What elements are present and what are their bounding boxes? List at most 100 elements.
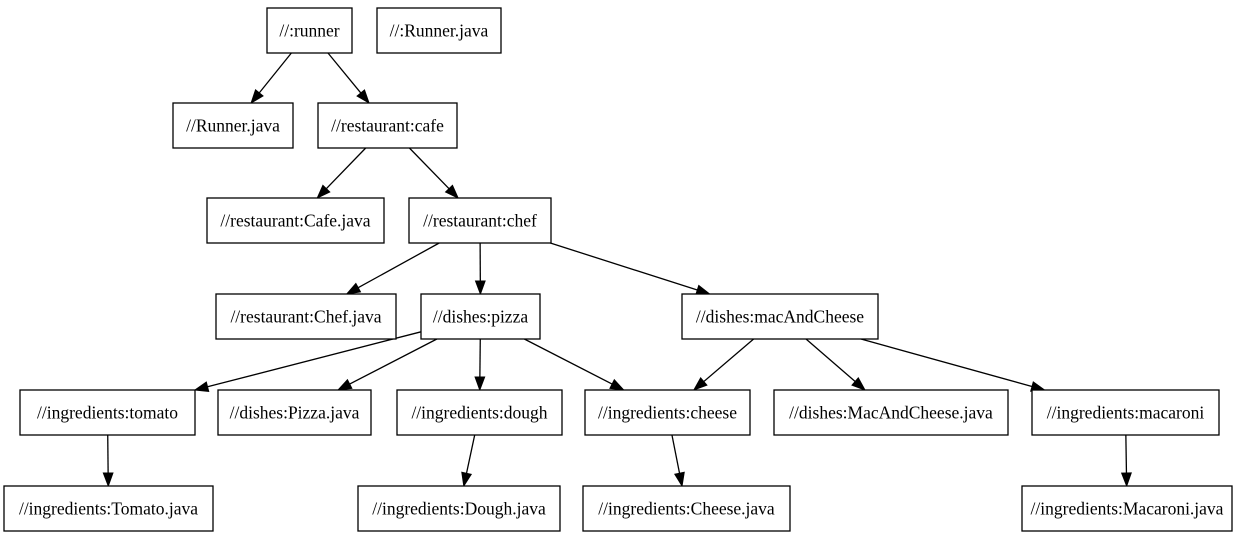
node-label: //Runner.java <box>186 116 280 136</box>
node-label: //restaurant:Chef.java <box>230 307 381 327</box>
graph-node-runner-java-file: //:Runner.java <box>376 7 502 54</box>
edge-cheese-to-cheese-java <box>671 434 685 488</box>
node-box <box>3 485 214 532</box>
node-box <box>420 293 541 340</box>
edge-line <box>805 338 856 382</box>
edge-chef-to-chef-java <box>345 242 440 295</box>
node-box <box>215 293 397 340</box>
edge-line <box>325 147 367 190</box>
node-box <box>206 197 385 244</box>
graph-node-mac-and-cheese-java: //dishes:MacAndCheese.java <box>773 389 1009 436</box>
node-box <box>19 389 196 436</box>
node-label: //ingredients:Tomato.java <box>19 499 198 519</box>
graph-node-macaroni: //ingredients:macaroni <box>1031 389 1220 436</box>
node-label: //dishes:macAndCheese <box>696 307 864 327</box>
arrowhead-icon <box>336 378 353 391</box>
graph-node-cafe: //restaurant:cafe <box>317 102 458 149</box>
node-box <box>266 7 353 54</box>
arrowhead-icon <box>316 184 331 200</box>
node-label: //ingredients:macaroni <box>1047 403 1205 423</box>
arrowhead-icon <box>695 284 712 296</box>
edge-line <box>550 242 698 291</box>
node-box <box>773 389 1009 436</box>
node-box <box>408 197 552 244</box>
edge-dough-to-dough-java <box>461 434 476 488</box>
node-label: //dishes:pizza <box>433 307 528 327</box>
graph-node-pizza-java: //dishes:Pizza.java <box>217 389 372 436</box>
node-box <box>317 102 458 149</box>
node-label: //:Runner.java <box>390 21 489 41</box>
edge-pizza-to-cheese <box>524 338 625 391</box>
edge-mac-and-cheese-to-mac-and-cheese-java <box>805 338 867 391</box>
node-label: //dishes:MacAndCheese.java <box>789 403 993 423</box>
edge-runner-to-cafe <box>327 52 370 105</box>
graph-node-tomato: //ingredients:tomato <box>19 389 196 436</box>
arrowhead-icon <box>1120 472 1132 488</box>
graph-node-pizza: //dishes:pizza <box>420 293 541 340</box>
node-box <box>357 485 561 532</box>
arrowhead-icon <box>851 376 867 391</box>
edge-pizza-to-pizza-java <box>336 338 438 391</box>
arrowhead-icon <box>474 280 486 296</box>
edge-cafe-to-chef <box>408 147 460 200</box>
graph-node-chef: //restaurant:chef <box>408 197 552 244</box>
node-box <box>172 102 294 149</box>
node-label: //:runner <box>279 21 339 41</box>
node-label: //ingredients:Dough.java <box>372 499 546 519</box>
edge-pizza-to-dough <box>474 338 486 392</box>
arrowhead-icon <box>692 377 708 391</box>
arrowhead-icon <box>193 381 210 392</box>
arrowhead-icon <box>461 471 473 488</box>
graph-node-chef-java: //restaurant:Chef.java <box>215 293 397 340</box>
node-label: //dishes:Pizza.java <box>230 403 360 423</box>
arrowhead-icon <box>356 89 370 105</box>
edge-runner-to-runner-java <box>250 52 292 105</box>
graph-node-runner: //:runner <box>266 7 353 54</box>
graph-node-cafe-java: //restaurant:Cafe.java <box>206 197 385 244</box>
node-label: //ingredients:dough <box>411 403 547 423</box>
node-label: //restaurant:chef <box>423 211 537 231</box>
nodes-layer: //:runner //:Runner.java //Runner.java //re… <box>3 7 1233 532</box>
edge-line <box>408 147 450 190</box>
graph-node-tomato-java: //ingredients:Tomato.java <box>3 485 214 532</box>
arrowhead-icon <box>250 89 264 105</box>
arrowhead-icon <box>474 376 486 392</box>
graph-node-dough-java: //ingredients:Dough.java <box>357 485 561 532</box>
node-label: //ingredients:tomato <box>37 403 178 423</box>
edge-line <box>258 52 292 94</box>
edge-line <box>703 338 755 383</box>
edge-chef-to-pizza <box>474 242 486 296</box>
edge-chef-to-mac-and-cheese <box>550 242 712 296</box>
node-label: //ingredients:cheese <box>598 403 737 423</box>
node-box <box>584 389 751 436</box>
graph-node-cheese-java: //ingredients:Cheese.java <box>582 485 791 532</box>
arrowhead-icon <box>444 184 460 200</box>
node-label: //restaurant:Cafe.java <box>220 211 370 231</box>
edge-mac-and-cheese-to-cheese <box>692 338 755 391</box>
graph-node-mac-and-cheese: //dishes:macAndCheese <box>681 293 879 340</box>
edge-line <box>357 242 440 289</box>
node-label: //ingredients:Macaroni.java <box>1031 499 1224 519</box>
edge-pizza-to-tomato <box>193 331 422 392</box>
edge-tomato-to-tomato-java <box>102 434 114 488</box>
edge-line <box>349 338 438 385</box>
node-box <box>1021 485 1233 532</box>
arrowhead-icon <box>102 472 114 488</box>
edge-line <box>1125 434 1128 474</box>
graph-node-macaroni-java: //ingredients:Macaroni.java <box>1021 485 1233 532</box>
edge-line <box>207 331 422 388</box>
graph-node-cheese: //ingredients:cheese <box>584 389 751 436</box>
node-box <box>582 485 791 532</box>
node-label: //ingredients:Cheese.java <box>598 499 775 519</box>
edge-line <box>524 338 613 385</box>
edge-line <box>327 52 362 94</box>
edge-mac-and-cheese-to-macaroni <box>860 338 1046 392</box>
arrowhead-icon <box>345 282 362 295</box>
edge-line <box>465 434 476 474</box>
edge-line <box>671 434 681 474</box>
node-label: //restaurant:cafe <box>331 116 444 136</box>
node-box <box>1031 389 1220 436</box>
node-box <box>376 7 502 54</box>
node-box <box>396 389 563 436</box>
node-box <box>217 389 372 436</box>
